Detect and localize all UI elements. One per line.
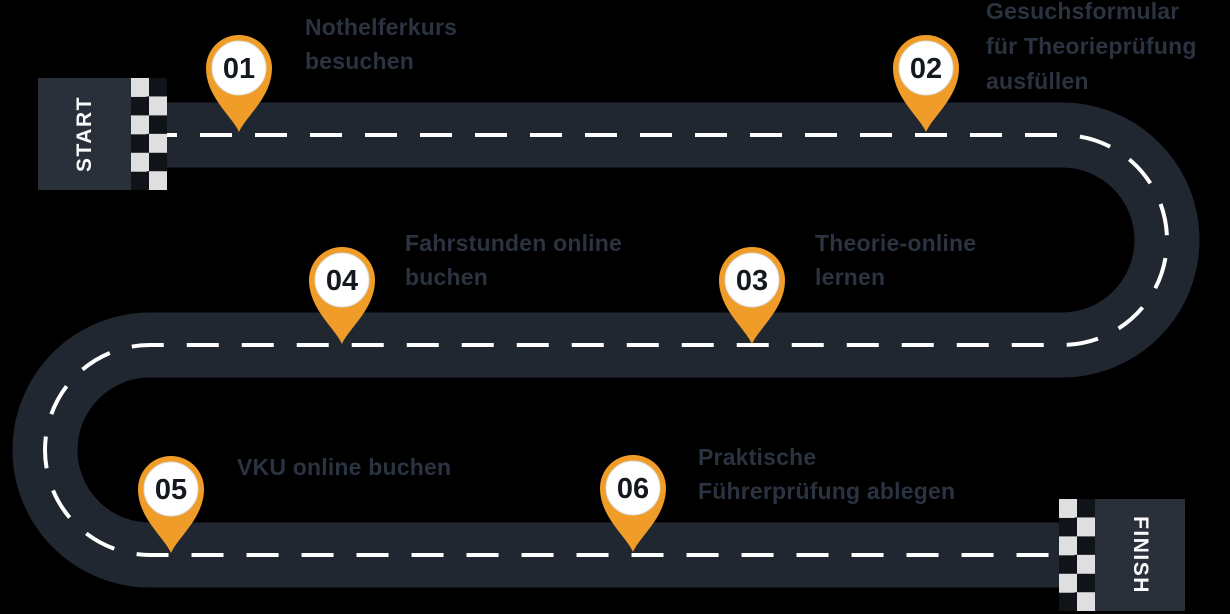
pin-number: 06 bbox=[617, 473, 649, 505]
pin-number: 01 bbox=[223, 53, 255, 85]
start-label: START bbox=[72, 96, 96, 172]
pin-number: 04 bbox=[326, 265, 358, 297]
map-pin-icon-step-04: 04 bbox=[302, 238, 382, 348]
pin-number: 05 bbox=[155, 474, 187, 506]
step-02-label: Gesuchsformular für Theorieprüfung ausfü… bbox=[986, 0, 1197, 99]
step-04-label: Fahrstunden online buchen bbox=[405, 226, 622, 294]
step-06-line-1: Praktische bbox=[698, 444, 817, 470]
map-pin-icon-step-05: 05 bbox=[131, 447, 211, 557]
finish-label: FINISH bbox=[1129, 516, 1152, 594]
pin-number: 03 bbox=[736, 265, 768, 297]
road-center-dash-line bbox=[43, 133, 1169, 557]
start-checkered-strip bbox=[131, 78, 167, 190]
step-01-label: Nothelferkurs besuchen bbox=[305, 10, 457, 78]
step-02-line-3: ausfüllen bbox=[986, 68, 1089, 94]
map-pin-icon-step-01: 01 bbox=[199, 26, 279, 136]
start-flag: START bbox=[38, 78, 167, 190]
map-pin-icon-step-02: 02 bbox=[886, 26, 966, 136]
step-04-line-2: buchen bbox=[405, 264, 488, 290]
step-02-line-1: Gesuchsformular bbox=[986, 0, 1180, 24]
step-05-label: VKU online buchen bbox=[237, 450, 451, 484]
step-01-line-1: Nothelferkurs bbox=[305, 14, 458, 40]
step-01-line-2: besuchen bbox=[305, 48, 414, 74]
finish-checkered-strip bbox=[1059, 499, 1095, 611]
step-02-line-2: für Theorieprüfung bbox=[986, 33, 1197, 59]
step-03-line-2: lernen bbox=[815, 264, 886, 290]
finish-flag: FINISH bbox=[1059, 499, 1185, 611]
step-06-line-2: Führerprüfung ablegen bbox=[698, 478, 956, 504]
step-06-label: Praktische Führerprüfung ablegen bbox=[698, 440, 955, 508]
step-03-label: Theorie-online lernen bbox=[815, 226, 976, 294]
step-04-line-1: Fahrstunden online bbox=[405, 230, 622, 256]
step-03-line-1: Theorie-online bbox=[815, 230, 977, 256]
step-05-line-1: VKU online buchen bbox=[237, 454, 452, 480]
map-pin-icon-step-03: 03 bbox=[712, 238, 792, 348]
pin-number: 02 bbox=[910, 53, 942, 85]
map-pin-icon-step-06: 06 bbox=[593, 446, 673, 556]
